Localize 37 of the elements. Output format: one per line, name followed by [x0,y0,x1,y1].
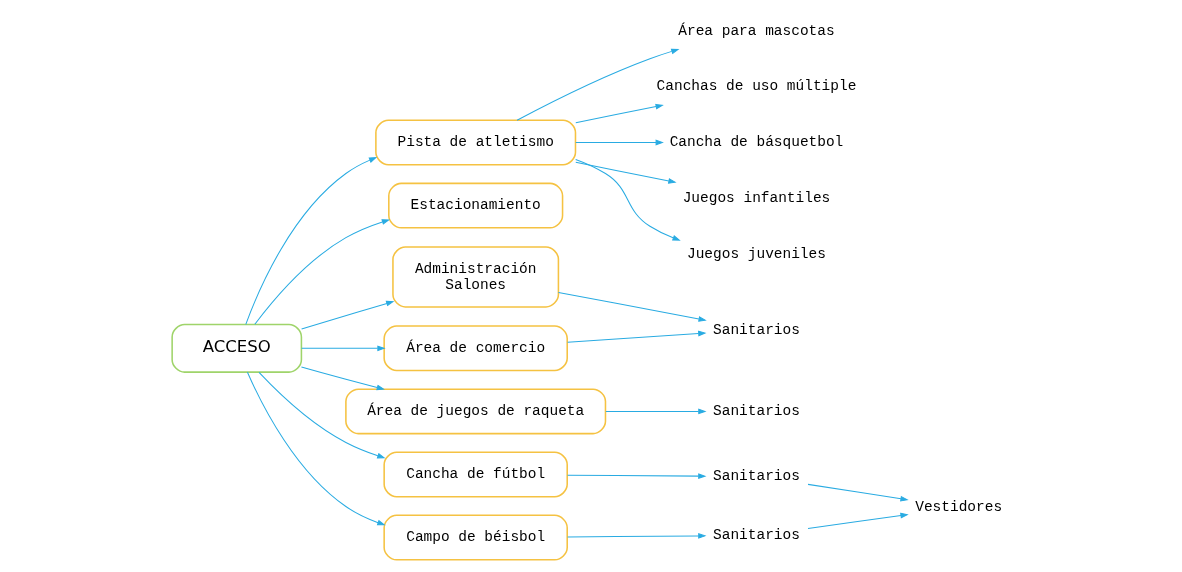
arrow [300,366,385,391]
node-box: Pista de atletismo [375,119,577,166]
node-box: Cancha de fútbol [383,451,568,498]
arrow [567,533,707,539]
arrow [245,157,378,325]
node-box: Campo de béisbol [383,514,568,561]
arrow [575,103,664,124]
node-text: Sanitarios [713,321,800,338]
arrow [258,371,386,459]
node-box: ACCESO [171,323,303,373]
arrow [567,330,707,343]
node-box: Área de juegos de raqueta [345,388,607,435]
node-text: Juegos juveniles [687,246,826,263]
node-text: Juegos infantiles [682,190,831,207]
arrow [246,371,386,526]
node-box: Administración Salones [392,246,560,308]
arrow [516,48,680,121]
arrow [254,219,391,325]
arrow [605,408,707,415]
arrow [557,291,707,322]
arrow [807,483,909,502]
node-text: Área para mascotas [678,22,835,39]
node-text: Cancha de básquetbol [669,134,844,151]
arrow [567,473,707,480]
node-text: Sanitarios [713,527,800,544]
node-text: Sanitarios [713,403,800,420]
arrow [807,512,909,529]
arrow [301,300,395,330]
node-box: Estacionamiento [388,182,564,229]
arrow [575,158,681,241]
node-box: Área de comercio [383,325,568,372]
node-text: Vestidores [915,499,1003,516]
node-text: Canchas de uso múltiple [656,78,857,95]
arrow [301,345,386,352]
node-text: Sanitarios [713,468,800,485]
arrow [575,161,677,184]
arrow [575,139,664,146]
